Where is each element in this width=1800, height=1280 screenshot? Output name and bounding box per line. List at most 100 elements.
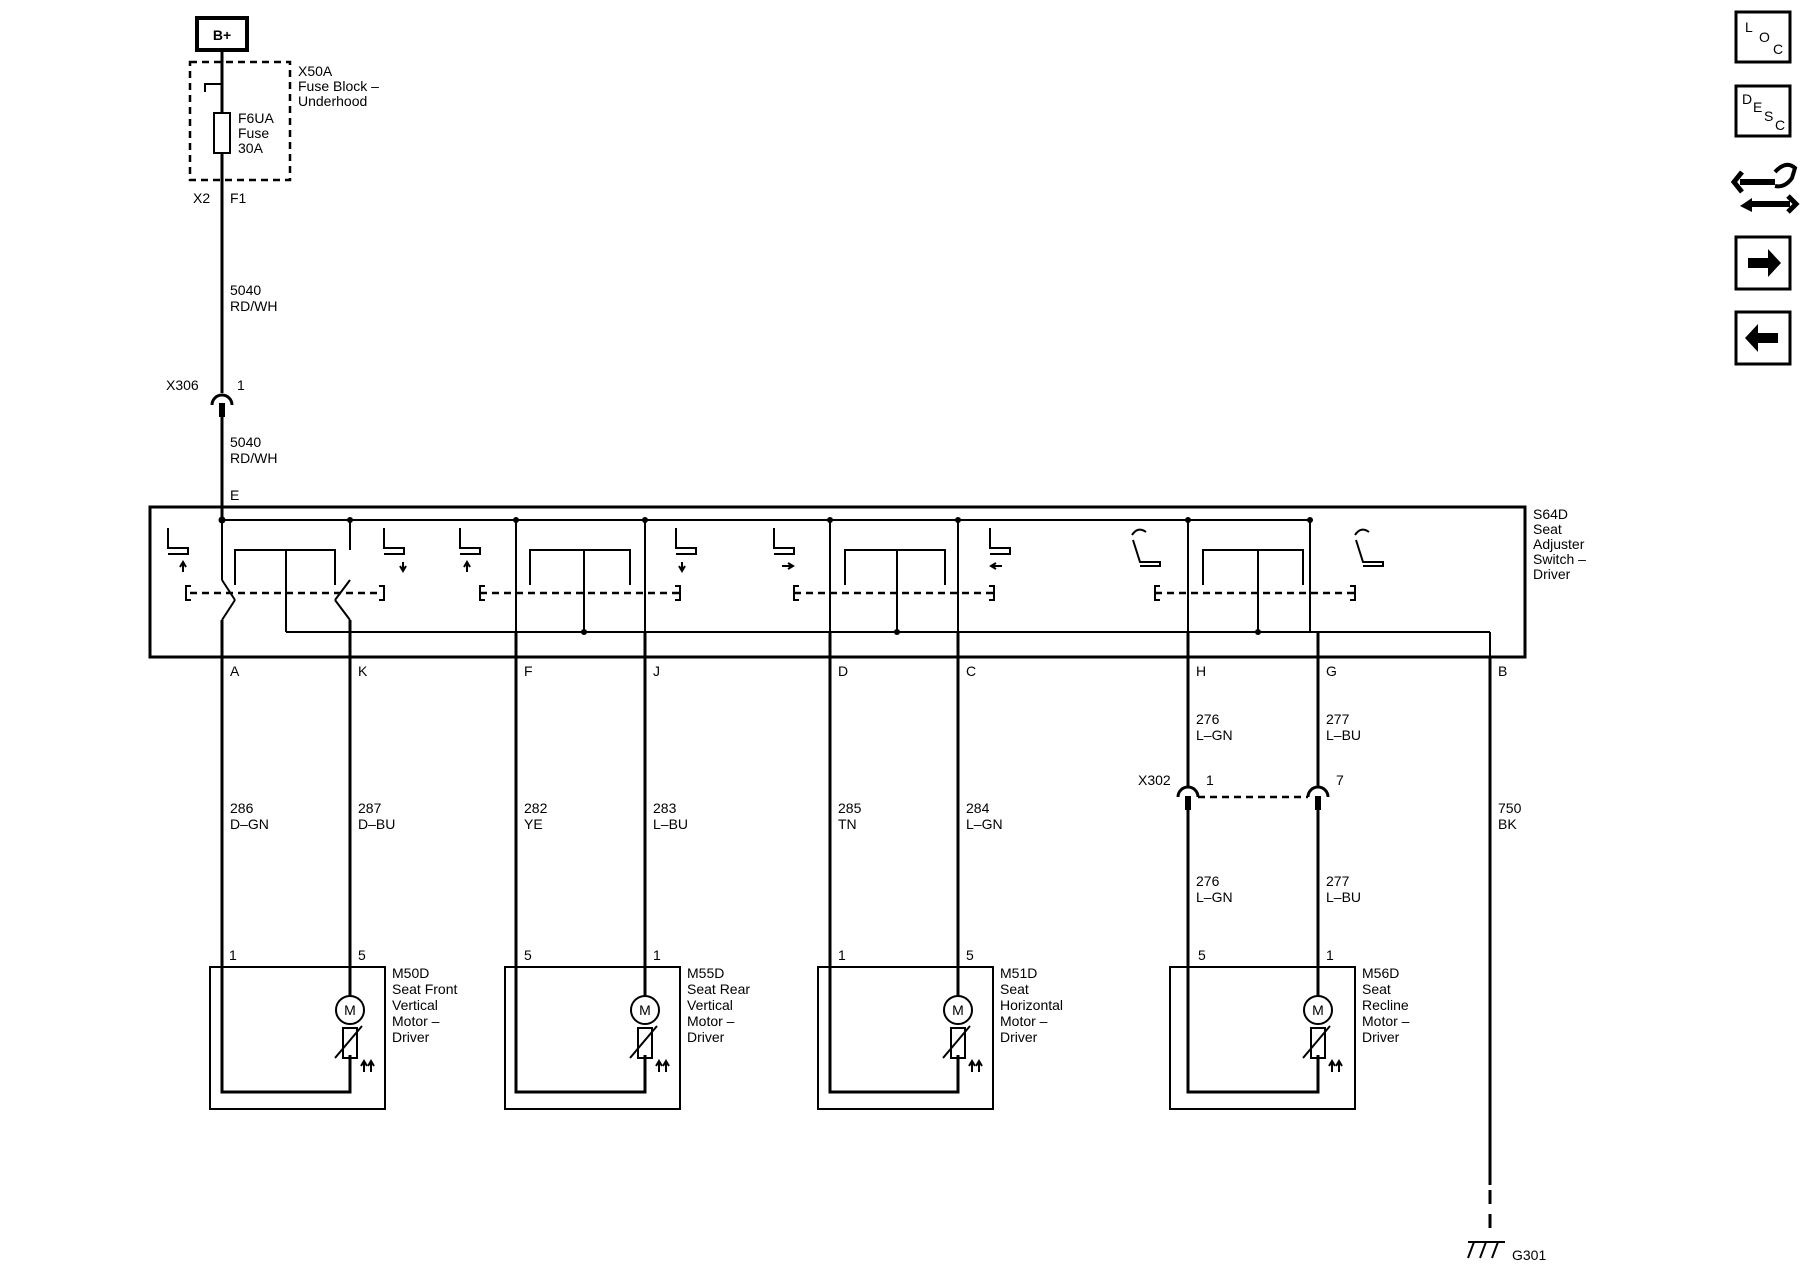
m50d-symbol: M [344, 1002, 356, 1018]
m55d-position-sensor [637, 1027, 653, 1059]
switch-line1: Seat [1533, 521, 1562, 537]
m51d-pin-right: 5 [966, 947, 974, 963]
wire-276-lower-color: L–GN [1196, 889, 1233, 905]
seat-rearward-icon [989, 528, 1011, 555]
motor-wires: 286 D–GN 287 D–BU 282 YE 283 L–BU 285 TN… [220, 620, 1361, 965]
motor-m55d: M 5 1 M55D Seat Rear Vertical Motor – Dr… [504, 947, 750, 1110]
switch-line4: Driver [1533, 566, 1571, 582]
pin-j: J [653, 663, 660, 679]
switch-id: S64D [1533, 506, 1568, 522]
motor-m56d: M 5 1 M56D Seat Recline Motor – Driver [1169, 947, 1410, 1110]
fuse-block-pin: F1 [230, 190, 247, 206]
wire-5040-lower-color: RD/WH [230, 450, 277, 466]
previous-button[interactable] [1734, 310, 1792, 366]
m50d-line4: Driver [392, 1029, 430, 1045]
m55d-symbol: M [639, 1002, 651, 1018]
pin-g: G [1326, 663, 1337, 679]
desc-letter-e: E [1753, 99, 1762, 115]
fuse-block-connector: X2 [193, 190, 210, 206]
power-source-label: B+ [213, 27, 231, 43]
pin-b: B [1498, 663, 1507, 679]
m51d-id: M51D [1000, 965, 1037, 981]
switch-line3: Switch – [1533, 551, 1586, 567]
wire-5040-upper-color: RD/WH [230, 298, 277, 314]
connector-swap-icon [1730, 162, 1800, 214]
m56d-line2: Recline [1362, 997, 1409, 1013]
wire-276-upper-circuit: 276 [1196, 711, 1220, 727]
arrow-left-icon [1745, 324, 1778, 352]
wire-283-color: L–BU [653, 816, 688, 832]
arrow-right-icon [1748, 249, 1781, 277]
m51d-position-sensor [950, 1027, 966, 1059]
fuse-id: F6UA [238, 110, 274, 126]
x302-pin-left: 1 [1206, 772, 1214, 788]
x302-pin-right: 7 [1336, 772, 1344, 788]
power-source: B+ [195, 16, 249, 52]
wire-750-color: BK [1498, 816, 1517, 832]
pin-k: K [358, 663, 368, 679]
m55d-line4: Driver [687, 1029, 725, 1045]
connector-swap-button[interactable] [1730, 162, 1800, 214]
m56d-line1: Seat [1362, 981, 1391, 997]
desc-letter-s: S [1764, 108, 1773, 124]
pin-d: D [838, 663, 848, 679]
switch-section-front-vertical [167, 517, 407, 632]
desc-letter-d: D [1742, 91, 1752, 107]
inline-connector-x302: X302 1 7 [1138, 772, 1344, 810]
m51d-line3: Motor – [1000, 1013, 1048, 1029]
fuse-block: X50A Fuse Block – Underhood F6UA Fuse 30… [188, 50, 379, 206]
m56d-symbol: M [1312, 1002, 1324, 1018]
wire-285-circuit: 285 [838, 800, 862, 816]
wire-287-circuit: 287 [358, 800, 382, 816]
m56d-line4: Driver [1362, 1029, 1400, 1045]
m50d-line2: Vertical [392, 997, 438, 1013]
m55d-line3: Motor – [687, 1013, 735, 1029]
seat-adjuster-switch: E S64D Seat Adjuster Switch – Driver [148, 487, 1586, 679]
fuse-line1: Fuse [238, 125, 269, 141]
m50d-pin-right: 5 [358, 947, 366, 963]
wire-277-upper-circuit: 277 [1326, 711, 1350, 727]
m50d-position-sensor [342, 1027, 358, 1059]
fuse-line2: 30A [238, 140, 264, 156]
seat-forward-icon [773, 528, 795, 555]
description-button[interactable]: D E S C [1734, 84, 1792, 138]
motor-m50d: M 1 5 M50D Seat Front Vertical Motor – D… [209, 947, 457, 1110]
m56d-line3: Motor – [1362, 1013, 1410, 1029]
m50d-pin-left: 1 [229, 947, 237, 963]
pin-a: A [230, 663, 240, 679]
m55d-line2: Vertical [687, 997, 733, 1013]
m55d-id: M55D [687, 965, 724, 981]
wire-283-circuit: 283 [653, 800, 677, 816]
ground-symbol [1467, 1241, 1505, 1259]
m51d-pin-left: 1 [838, 947, 846, 963]
wire-750-circuit: 750 [1498, 800, 1522, 816]
wire-282-color: YE [524, 816, 543, 832]
m51d-line4: Driver [1000, 1029, 1038, 1045]
switch-line2: Adjuster [1533, 536, 1585, 552]
recline-forward-icon [1355, 539, 1384, 567]
inline-connector-x306: X306 1 [166, 377, 245, 417]
seat-front-down-icon [383, 528, 405, 555]
next-button[interactable] [1734, 235, 1792, 291]
wire-284-color: L–GN [966, 816, 1003, 832]
m55d-pin-right: 1 [653, 947, 661, 963]
location-button[interactable]: L O C [1734, 10, 1792, 64]
x302-id: X302 [1138, 772, 1171, 788]
ground-wire: 750 BK G301 [1467, 657, 1546, 1263]
m55d-line1: Seat Rear [687, 981, 750, 997]
m56d-pin-left: 5 [1198, 947, 1206, 963]
wire-285-color: TN [838, 816, 857, 832]
m51d-symbol: M [952, 1002, 964, 1018]
m56d-position-sensor [1310, 1027, 1326, 1059]
wire-276-upper-color: L–GN [1196, 727, 1233, 743]
wire-286-color: D–GN [230, 816, 269, 832]
wire-277-lower-color: L–BU [1326, 889, 1361, 905]
m55d-pin-left: 5 [524, 947, 532, 963]
m51d-line1: Seat [1000, 981, 1029, 997]
m50d-id: M50D [392, 965, 429, 981]
seat-rear-up-icon [459, 528, 481, 555]
x306-id: X306 [166, 377, 199, 393]
fuse-block-id: X50A [298, 63, 333, 79]
seat-front-up-icon [167, 528, 189, 555]
